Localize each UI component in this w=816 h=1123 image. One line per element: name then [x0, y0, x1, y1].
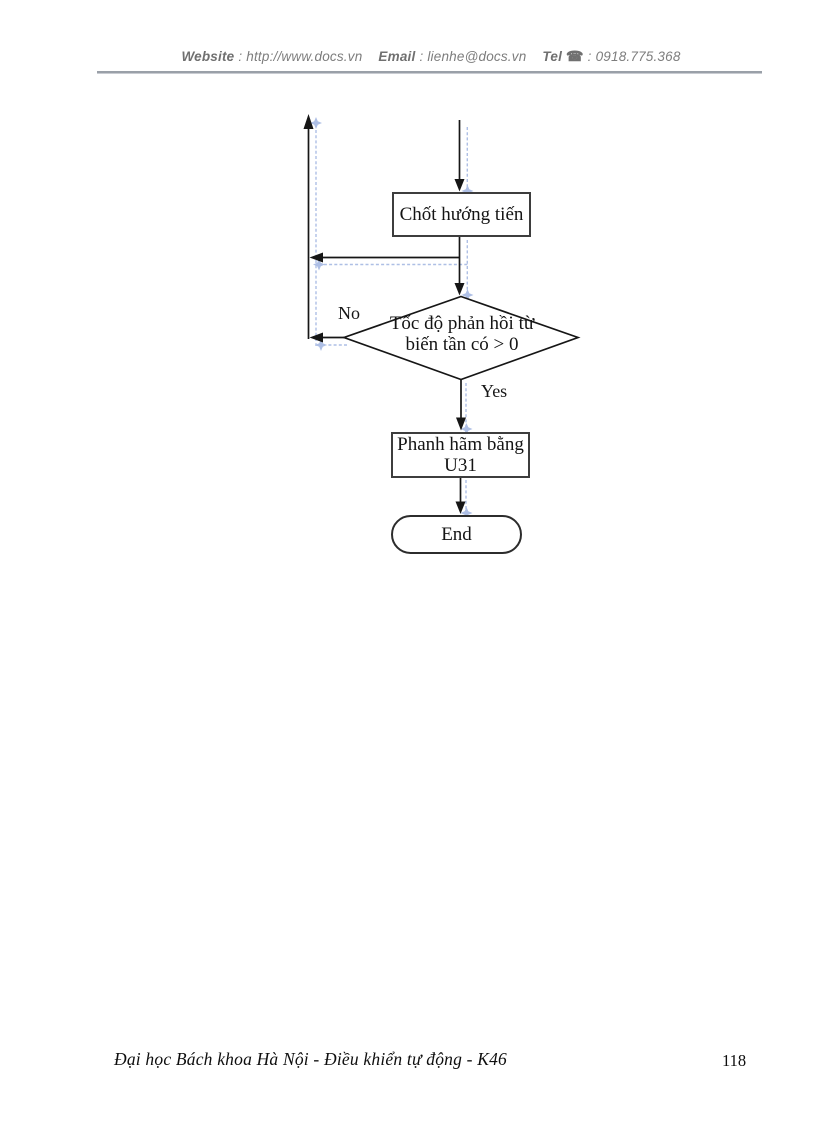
- arrowhead-down-2: [454, 283, 465, 296]
- header-divider: [97, 71, 762, 74]
- terminator-node-end: End: [391, 515, 522, 554]
- no-branch-label: No: [338, 303, 360, 323]
- phone-icon: ☎: [566, 48, 584, 64]
- decision-line2: biến tần có > 0: [405, 334, 519, 355]
- arrowhead-down-1: [454, 179, 465, 192]
- flow-connectors: [303, 114, 581, 514]
- tel-value: : 0918.775.368: [587, 49, 681, 64]
- yes-branch-label: Yes: [481, 381, 508, 401]
- arrowhead-down-4: [455, 501, 466, 514]
- page-header: Website: http://www.docs.vn Email: lienhe…: [100, 48, 762, 65]
- process1-label: Chốt hướng tiến: [399, 204, 524, 225]
- ghost-connectors: [310, 117, 474, 519]
- website-value: : http://www.docs.vn: [238, 49, 363, 64]
- email-value: : lienhe@docs.vn: [419, 49, 527, 64]
- arrowhead-down-3: [456, 417, 466, 431]
- arrowhead-left-1: [309, 252, 323, 263]
- arrowhead-up: [303, 114, 314, 129]
- footer-text: Đại học Bách khoa Hà Nội - Điều khiển tự…: [114, 1049, 508, 1069]
- email-label: Email: [378, 49, 416, 64]
- website-label: Website: [181, 49, 235, 64]
- decision-line1: Tốc độ phản hồi từ: [389, 313, 535, 334]
- end-label: End: [441, 524, 472, 545]
- tel-label: Tel: [542, 49, 563, 64]
- arrowhead-left-2: [309, 332, 323, 343]
- decision-label: Tốc độ phản hồi từ biến tần có > 0: [352, 313, 572, 355]
- process-node-phanh-ham: Phanh hãm bằng U31: [391, 432, 530, 478]
- process-node-chot-huong-tien: Chốt hướng tiến: [392, 192, 531, 237]
- process2-line1: Phanh hãm bằng: [397, 434, 524, 455]
- process2-line2: U31: [444, 455, 477, 476]
- page-number: 118: [722, 1051, 747, 1070]
